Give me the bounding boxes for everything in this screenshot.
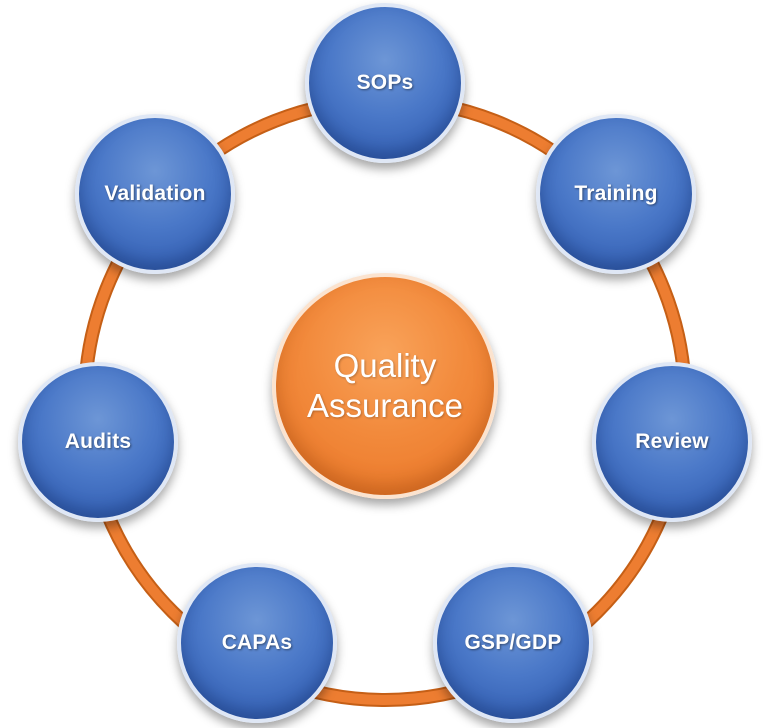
node-capas: CAPAs [177,563,337,723]
node-sops: SOPs [305,3,465,163]
node-training: Training [536,114,696,274]
node-label-review: Review [635,430,709,453]
node-review: Review [592,362,752,522]
node-label-capas: CAPAs [221,631,293,654]
node-label-audits: Audits [64,430,132,453]
center-label-line1: Quality [333,347,437,384]
node-label-training: Training [574,182,658,205]
node-validation: Validation [75,114,235,274]
node-audits: Audits [18,362,178,522]
node-label-validation: Validation [104,182,206,205]
center-node-quality-assurance: Quality Assurance [272,273,498,499]
node-label-sops: SOPs [356,71,414,94]
node-gsp-gdp: GSP/GDP [433,563,593,723]
center-label-line2: Assurance [307,387,463,424]
node-label-gsp-gdp: GSP/GDP [464,631,562,654]
